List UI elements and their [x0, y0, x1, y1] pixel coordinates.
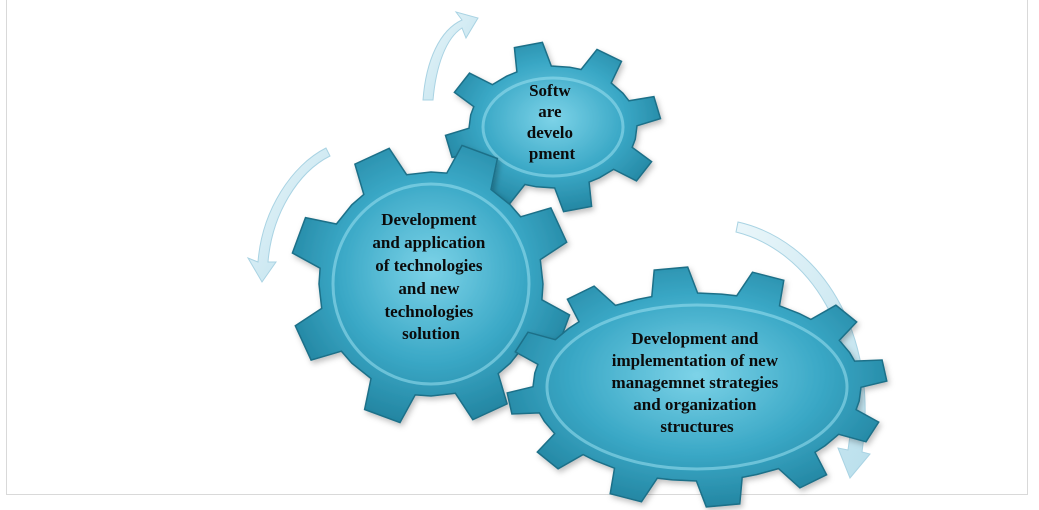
gear-technologies [291, 144, 571, 424]
technologies-line: and new [398, 279, 460, 298]
technologies-line: solution [402, 324, 460, 343]
technologies-line: Development [381, 210, 477, 229]
software-line: are [538, 102, 562, 121]
gear-management-body [506, 266, 888, 508]
management-line: managemnet strategies [612, 373, 779, 392]
gear-label-management: Development and implementation of new ma… [612, 329, 783, 436]
gear-technologies-bevel [331, 182, 531, 386]
svg-text:Development and applicat: Development and application of technolog… [372, 210, 489, 343]
management-line: structures [660, 417, 734, 436]
software-line: Softw [529, 81, 571, 100]
gear-software-body [444, 41, 662, 213]
gear-label-software: Softw are develo pment [527, 81, 578, 163]
software-line: pment [529, 144, 576, 163]
gear-management [506, 266, 888, 508]
arrow-top [422, 11, 479, 101]
arrow-right [735, 221, 871, 479]
gear-management-bevel [545, 303, 849, 471]
gear-software [444, 41, 662, 213]
gear-label-technologies: Development and application of technolog… [372, 210, 489, 343]
arrow-left [246, 147, 331, 283]
cycle-arrows [246, 11, 871, 479]
software-line: develo [527, 123, 573, 142]
svg-text:Development and implemen: Development and implementation of new ma… [612, 329, 783, 436]
technologies-line: technologies [384, 302, 473, 321]
management-line: Development and [631, 329, 759, 348]
gear-software-bevel [481, 76, 625, 178]
svg-text:Softw are develo: Softw are develo pment [527, 81, 578, 163]
technologies-line: of technologies [375, 256, 483, 275]
technologies-line: and application [372, 233, 485, 252]
management-line: and organization [633, 395, 757, 414]
management-line: implementation of new [612, 351, 779, 370]
